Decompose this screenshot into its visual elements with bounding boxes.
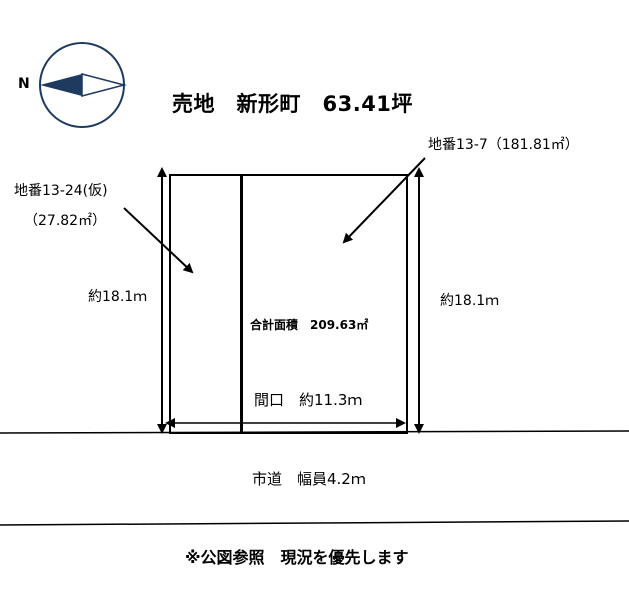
lot-main-label: 地番13-7（181.81㎡） <box>428 137 579 153</box>
total-area-label: 合計面積 209.63㎡ <box>250 318 369 332</box>
pointer-arrow-main <box>342 157 426 244</box>
road-edge-bottom <box>0 520 629 526</box>
frontage-label: 間口 約11.3ｍ <box>254 391 363 409</box>
page-title: 売地 新形町 63.41坪 <box>172 92 413 116</box>
road-label: 市道 幅員4.2ｍ <box>252 470 366 488</box>
compass <box>39 42 127 128</box>
depth-left-label: 約18.1ｍ <box>88 289 148 305</box>
footnote: ※公図参照 現況を優先します <box>185 548 409 567</box>
pointer-arrow-side <box>123 207 194 274</box>
north-arrow-icon <box>40 74 82 96</box>
south-arrow-icon <box>81 73 127 97</box>
lot-side-rect <box>169 174 242 434</box>
depth-right-label: 約18.1ｍ <box>440 293 500 309</box>
lot-side-number-label: 地番13-24(仮) <box>14 183 108 199</box>
lot-side-area-label: （27.82㎡） <box>24 213 107 229</box>
compass-north-label: N <box>18 76 30 92</box>
